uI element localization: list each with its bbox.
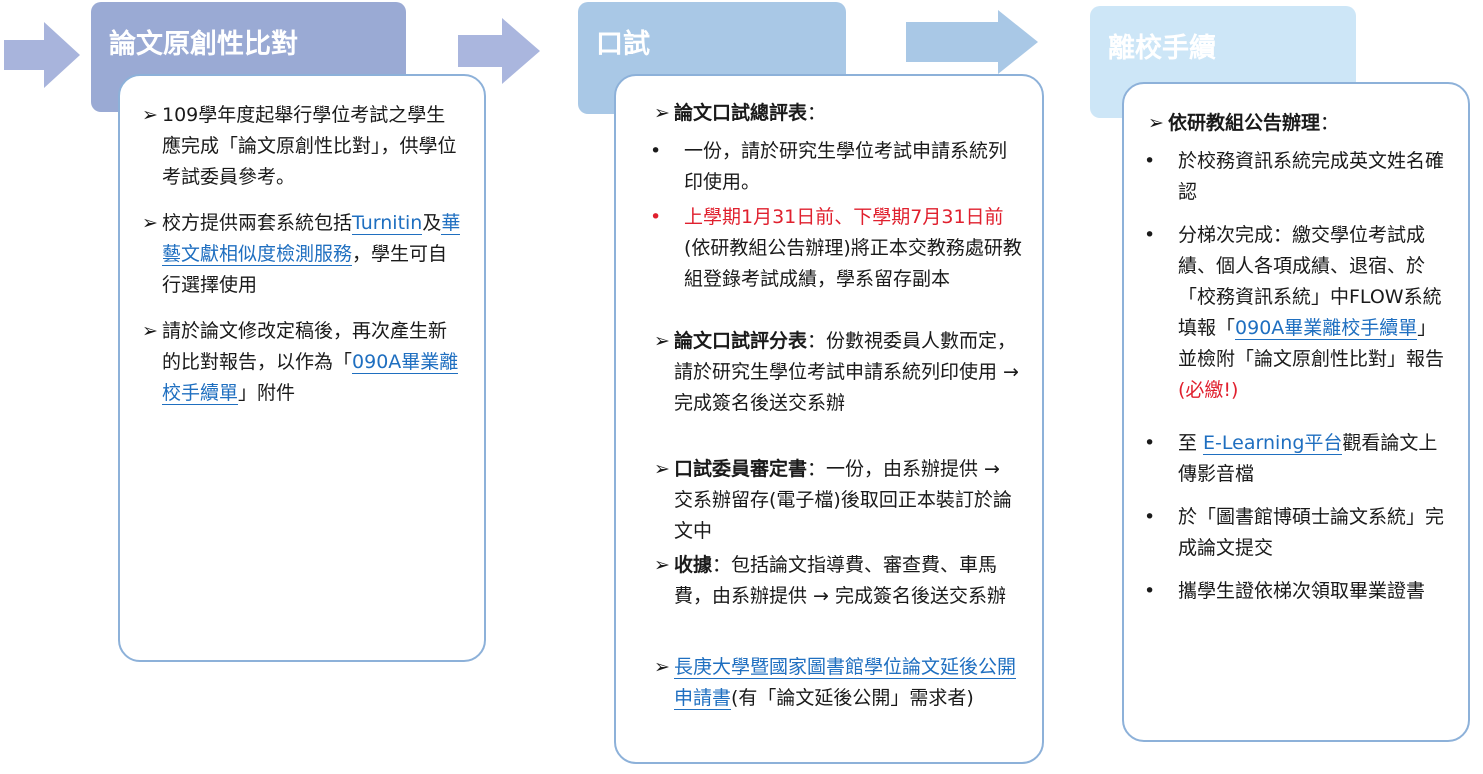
item-text: 攜學生證依梯次領取畢業證書 [1148,576,1452,607]
arrow-bullet-icon: ➢ [654,102,670,124]
text-run: 109學年度起舉行學位考試之學生應完成「論文原創性比對」，供學位考試委員參考。 [162,104,457,188]
text-run: 口試委員審定書 [674,458,808,480]
list-item: ➢依研教組公告辦理： [1148,108,1452,139]
arrow-bullet-icon: ➢ [142,104,158,126]
bullet-icon: • [1144,224,1156,246]
arrow-bullet-icon: ➢ [1148,112,1164,134]
text-run: 於「圖書館博碩士論文系統」完成論文提交 [1178,506,1445,559]
item-text: 長庚大學暨國家圖書館學位論文延後公開申請書(有「論文延後公開」需求者) [654,652,1024,714]
text-run: 校方提供兩套系統包括 [162,212,353,234]
list-item: •至 E-Learning平台觀看論文上傳影音檔 [1144,428,1452,490]
arrow-bullet-icon: ➢ [142,212,158,234]
arrow-bullet-icon: ➢ [654,458,670,480]
text-run: 論文口試總評表 [674,102,808,124]
text-run: 於校務資訊系統完成英文姓名確認 [1178,150,1445,203]
item-text: 校方提供兩套系統包括Turnitin及華藝文獻相似度檢測服務，學生可自行選擇使用 [142,208,462,301]
document-link[interactable]: 長庚大學暨國家圖書館學位論文延後公開申請書 [674,656,1017,710]
bullet-icon: • [650,140,662,162]
arrow-3-icon [906,10,1038,74]
list-item: ➢長庚大學暨國家圖書館學位論文延後公開申請書(有「論文延後公開」需求者) [654,652,1024,714]
text-run: 一份，請於研究生學位考試申請系統列印使用。 [684,140,1008,193]
list-item: ➢109學年度起舉行學位考試之學生應完成「論文原創性比對」，供學位考試委員參考。 [142,100,462,193]
text-run: 分梯次完成：繳交學位考試成績、個人各項成績、退宿、於「校務資訊系統」中FLOW系… [1178,224,1442,339]
item-text: 依研教組公告辦理： [1148,108,1452,139]
stage-card-originality: ➢109學年度起舉行學位考試之學生應完成「論文原創性比對」，供學位考試委員參考。… [118,74,486,662]
text-run: ： [1320,112,1340,134]
bullet-icon: • [1144,506,1156,528]
text-run: 收據 [674,554,713,576]
bullet-icon: • [1144,432,1156,454]
document-link[interactable]: 華藝文獻相似度檢測服務 [162,212,461,266]
list-item: • 分梯次完成：繳交學位考試成績、個人各項成績、退宿、於「校務資訊系統」中FLOW… [1144,220,1452,406]
stage-card-oral-exam: ➢論文口試總評表： •一份，請於研究生學位考試申請系統列印使用。 •上學期1月3… [614,74,1044,764]
text-run: (依研教組公告辦理)將正本交教務處研教組登錄考試成績，學系留存副本 [684,237,1022,290]
text-run: 至 [1178,432,1204,454]
list-item: ➢校方提供兩套系統包括Turnitin及華藝文獻相似度檢測服務，學生可自行選擇使… [142,208,462,301]
item-text: 一份，請於研究生學位考試申請系統列印使用。 [654,136,1024,198]
arrow-bullet-icon: ➢ [654,330,670,352]
text-run: ：包括論文指導費、審查費、車馬費，由系辦提供 → 完成簽名後送交系辦 [674,554,1006,607]
document-link[interactable]: Turnitin [352,212,423,235]
arrow-bullet-icon: ➢ [142,320,158,342]
arrow-bullet-icon: ➢ [654,656,670,678]
stage-title: 論文原創性比對 [109,29,298,60]
list-item: • 於校務資訊系統完成英文姓名確認 [1144,146,1452,208]
list-item: ➢請於論文修改定稿後，再次產生新的比對報告，以作為「090A畢業離校手續單」附件 [142,316,462,409]
item-text: 論文口試評分表：份數視委員人數而定，請於研究生學位考試申請系統列印使用 → 完成… [654,326,1024,419]
highlight-text: (必繳!) [1178,379,1239,401]
document-link[interactable]: E-Learning平台 [1203,432,1343,455]
list-item: ➢口試委員審定書：一份，由系辦提供 → 交系辦留存(電子檔)後取回正本裝訂於論文… [654,454,1024,547]
bullet-icon: • [650,206,662,228]
document-link[interactable]: 090A畢業離校手續單 [162,351,459,405]
text-run: 請於論文修改定稿後，再次產生新的比對報告，以作為「 [162,320,448,373]
highlight-text: 上學期1月31日前、下學期7月31日前 [684,206,1004,228]
item-text: 至 E-Learning平台觀看論文上傳影音檔 [1148,428,1452,490]
text-run: ，學生可自行選擇使用 [162,243,448,296]
list-item: ➢收據：包括論文指導費、審查費、車馬費，由系辦提供 → 完成簽名後送交系辦 [654,550,1024,612]
list-item: • 一份，請於研究生學位考試申請系統列印使用。 [650,136,1024,198]
arrow-bullet-icon: ➢ [654,554,670,576]
text-run: 及 [422,212,442,234]
item-text: 分梯次完成：繳交學位考試成績、個人各項成績、退宿、於「校務資訊系統」中FLOW系… [1148,220,1452,406]
item-text: 口試委員審定書：一份，由系辦提供 → 交系辦留存(電子檔)後取回正本裝訂於論文中 [654,454,1024,547]
item-text: 請於論文修改定稿後，再次產生新的比對報告，以作為「090A畢業離校手續單」附件 [142,316,462,409]
arrow-2-icon [458,18,540,84]
item-text: 109學年度起舉行學位考試之學生應完成「論文原創性比對」，供學位考試委員參考。 [142,100,462,193]
text-run: 觀看論文上傳影音檔 [1178,432,1438,485]
item-text: 上學期1月31日前、下學期7月31日前 (依研教組公告辦理)將正本交教務處研教組登… [654,202,1024,295]
text-run: 攜學生證依梯次領取畢業證書 [1178,580,1426,602]
text-run: 」附件 [238,382,296,404]
arrow-1-icon [4,22,80,88]
list-item: • 上學期1月31日前、下學期7月31日前 (依研教組公告辦理)將正本交教務處研教組… [650,202,1024,295]
list-item: • 攜學生證依梯次領取畢業證書 [1144,576,1452,607]
stage-card-leaving-school: ➢依研教組公告辦理： • 於校務資訊系統完成英文姓名確認 • 分梯次完成：繳交學位考… [1122,82,1470,742]
text-run: (有「論文延後公開」需求者) [731,687,974,709]
text-run: ：份數視委員人數而定，請於研究生學位考試申請系統列印使用 → 完成簽名後送交系辦 [674,330,1019,414]
bullet-icon: • [1144,580,1156,602]
list-item: ➢論文口試評分表：份數視委員人數而定，請於研究生學位考試申請系統列印使用 → 完… [654,326,1024,419]
document-link[interactable]: 090A畢業離校手續單 [1235,317,1418,340]
text-run: ： [807,102,827,124]
text-run: 依研教組公告辦理 [1168,112,1321,134]
text-run: ：一份，由系辦提供 → 交系辦留存(電子檔)後取回正本裝訂於論文中 [674,458,1012,542]
item-text: 於「圖書館博碩士論文系統」完成論文提交 [1148,502,1452,564]
item-text: 論文口試總評表： [654,98,1024,129]
text-run: 論文口試評分表 [674,330,808,352]
item-text: 收據：包括論文指導費、審查費、車馬費，由系辦提供 → 完成簽名後送交系辦 [654,550,1024,612]
text-run: 」並檢附「論文原創性比對」報告 [1178,317,1445,370]
item-text: 於校務資訊系統完成英文姓名確認 [1148,146,1452,208]
bullet-icon: • [1144,150,1156,172]
stage-title: 口試 [596,29,650,60]
list-item: • 於「圖書館博碩士論文系統」完成論文提交 [1144,502,1452,564]
list-item: ➢論文口試總評表： [654,98,1024,129]
stage-title: 離校手續 [1108,33,1216,64]
